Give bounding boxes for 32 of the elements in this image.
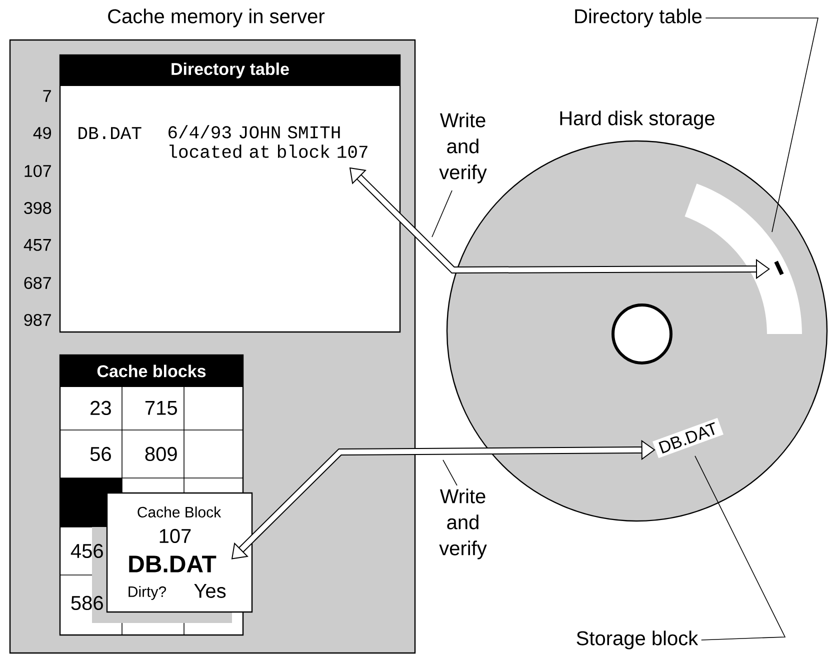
row-number: 687 bbox=[24, 276, 51, 289]
row-number: 7 bbox=[43, 90, 51, 102]
callout-label: Directory table bbox=[575, 8, 702, 28]
file-name: DB.DAT bbox=[129, 556, 216, 572]
callout-label: Storage block bbox=[576, 630, 698, 650]
table-cell: 586 bbox=[71, 596, 103, 610]
row-number: 457 bbox=[24, 239, 51, 251]
block-number: 107 bbox=[160, 528, 191, 544]
table-cell: 715 bbox=[145, 401, 177, 415]
table-cell: 809 bbox=[145, 446, 177, 462]
directory-entry: DB.DAT bbox=[78, 127, 142, 139]
heading: Hard disk storage bbox=[560, 110, 714, 130]
table-cell: 23 bbox=[90, 400, 111, 416]
row-number: 107 bbox=[24, 164, 51, 177]
table-header: Directory table bbox=[60, 55, 400, 86]
field-value: Yes bbox=[194, 584, 226, 598]
table-header: Cache blocks bbox=[60, 354, 243, 387]
row-number: 49 bbox=[33, 126, 51, 140]
field-label: Dirty? bbox=[128, 586, 166, 600]
arrow-label: Write and verify bbox=[439, 488, 487, 560]
row-number: 398 bbox=[24, 202, 52, 214]
arrow-label: Write and verify bbox=[439, 112, 487, 184]
leader-line bbox=[705, 18, 818, 232]
leader-line bbox=[694, 456, 786, 640]
leader-line bbox=[432, 190, 452, 238]
table-cell: 56 bbox=[90, 446, 111, 462]
leader-line bbox=[442, 460, 458, 486]
row-number: 987 bbox=[24, 314, 51, 326]
table-cell: 456 bbox=[70, 544, 103, 558]
directory-entry: 6/4/93 JOHN SMITH located at block 107 bbox=[168, 125, 368, 158]
heading: Cache memory in server bbox=[108, 8, 325, 28]
popup-title: Cache Block bbox=[138, 506, 222, 518]
